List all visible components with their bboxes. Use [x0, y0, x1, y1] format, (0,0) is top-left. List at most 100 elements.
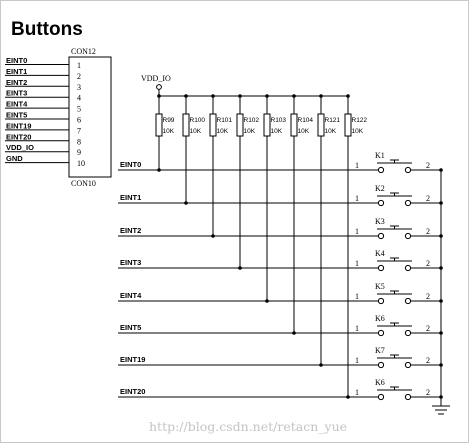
pin-signal-label: EINT5 [6, 111, 27, 120]
resistor: R99 10K [155, 94, 175, 172]
resistor-ref: R102 [244, 117, 260, 124]
switch-pin-right: 2 [426, 194, 430, 203]
net-label: EINT4 [120, 291, 142, 300]
rail-junction-dot [265, 94, 269, 98]
pin-number: 10 [77, 159, 85, 168]
switch-pin-right: 2 [426, 259, 430, 268]
resistor-value: 10K [271, 128, 283, 135]
switch-pin-left: 1 [355, 227, 359, 236]
switch-contact-right [404, 297, 412, 305]
net-label: EINT1 [120, 193, 141, 202]
push-button-switch [377, 290, 412, 305]
resistor-value: 10K [298, 128, 310, 135]
vdd-terminal [156, 84, 162, 90]
rail-junction-dot [157, 94, 161, 98]
switch-ref: K1 [375, 151, 385, 160]
switch-pin-right: 2 [426, 161, 430, 170]
pin-number: 3 [77, 83, 81, 92]
switch-contact-left [377, 166, 385, 174]
resistor-body [263, 113, 271, 137]
push-button-switch [377, 386, 412, 401]
switch-pin-right: 2 [426, 356, 430, 365]
connector-ref: CON12 [71, 47, 96, 56]
pin-number: 2 [77, 72, 81, 81]
switch-contact-right [404, 393, 412, 401]
resistor-ref: R103 [271, 117, 287, 124]
switch-pin-left: 1 [355, 161, 359, 170]
push-button-switch [377, 159, 412, 174]
resistor-value: 10K [163, 128, 175, 135]
switch-contact-right [404, 361, 412, 369]
resistor-value: 10K [217, 128, 229, 135]
rail-junction-dot [319, 94, 323, 98]
push-button-switch [377, 322, 412, 337]
switch-contact-right [404, 264, 412, 272]
switch-ref: K3 [375, 217, 385, 226]
resistor: R104 10K [290, 94, 314, 335]
resistor-ref: R100 [190, 117, 206, 124]
switch-contact-right [404, 329, 412, 337]
pin-signal-label: EINT20 [6, 132, 31, 141]
pin-signal-label: EINT3 [6, 89, 27, 98]
resistor-value: 10K [325, 128, 337, 135]
switch-pin-left: 1 [355, 356, 359, 365]
connector-pin: EINT0 1 [5, 56, 81, 70]
resistor-ref: R104 [298, 117, 314, 124]
resistor-body [236, 113, 244, 137]
switch-pin-left: 1 [355, 388, 359, 397]
connector-value: CON10 [71, 179, 96, 188]
resistor-body [344, 113, 352, 137]
rail-junction-dot [184, 94, 188, 98]
resistor-ref: R121 [325, 117, 341, 124]
pin-signal-label: VDD_IO [6, 143, 34, 152]
pin-signal-label: EINT19 [6, 121, 31, 130]
switch-ref: K5 [375, 282, 385, 291]
pin-signal-label: EINT4 [6, 100, 28, 109]
net-label: EINT19 [120, 355, 145, 364]
switch-contact-left [377, 361, 385, 369]
resistor-body [290, 113, 298, 137]
switch-pin-right: 2 [426, 388, 430, 397]
resistor-body [317, 113, 325, 137]
pin-number: 8 [77, 137, 81, 146]
switch-ref: K4 [375, 249, 385, 258]
resistor-ref: R99 [163, 117, 175, 124]
pin-number: 6 [77, 116, 81, 125]
switch-contact-left [377, 329, 385, 337]
resistor: R102 10K [236, 94, 260, 270]
resistor-ref: R122 [352, 117, 368, 124]
pin-number: 4 [77, 94, 81, 103]
net-label: EINT2 [120, 226, 141, 235]
switch-contact-left [377, 393, 385, 401]
connector-pin: EINT2 3 [5, 78, 81, 92]
rail-junction-dot [211, 94, 215, 98]
pin-number: 1 [77, 61, 81, 70]
connector-pin: EINT3 4 [5, 89, 81, 103]
net-label: EINT5 [120, 323, 141, 332]
switch-pin-left: 1 [355, 259, 359, 268]
resistor-value: 10K [244, 128, 256, 135]
pin-signal-label: EINT2 [6, 78, 27, 87]
resistor-body [182, 113, 190, 137]
resistor: R122 10K [344, 94, 368, 399]
resistor-value: 10K [352, 128, 364, 135]
pin-signal-label: EINT0 [6, 56, 27, 65]
switch-ref: K6 [375, 378, 385, 387]
switch-contact-left [377, 264, 385, 272]
switch-contact-left [377, 297, 385, 305]
connector-con12: CON12 CON10 EINT01EINT12EINT23EINT34EINT… [5, 47, 112, 188]
resistor: R103 10K [263, 94, 287, 303]
switch-contact-right [404, 199, 412, 207]
connector-pin-group: EINT01EINT12EINT23EINT34EINT45EINT56EINT… [5, 56, 85, 168]
